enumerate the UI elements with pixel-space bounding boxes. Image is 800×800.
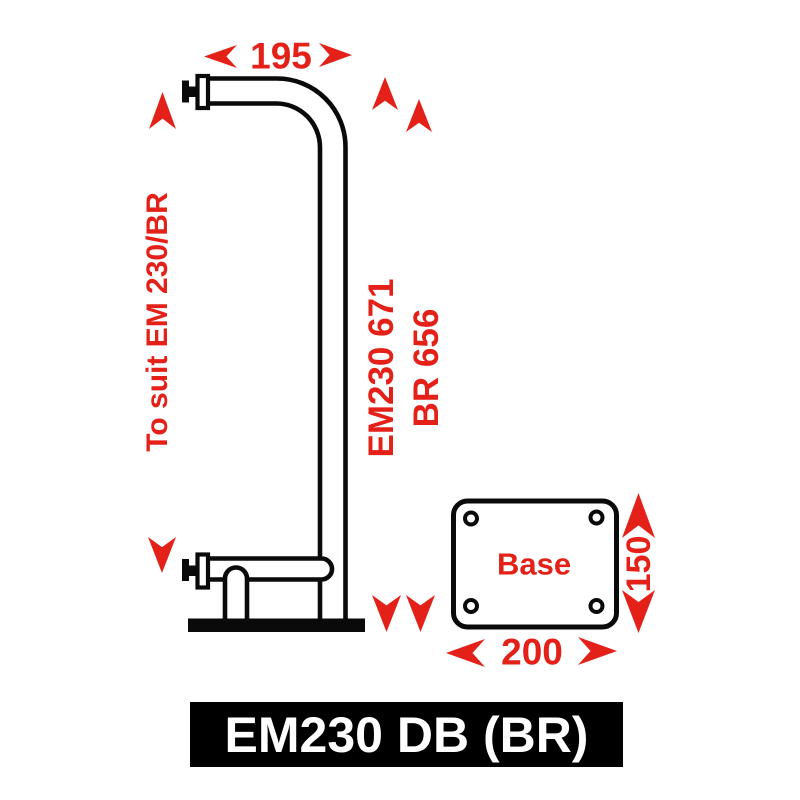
pole-dim-arrow-up-1-icon [372,77,398,110]
pole-dim-arrow-down-1-icon [372,595,401,632]
support-leg [222,565,250,625]
dim-base-width-label: 200 [501,631,563,673]
side-note-label: To suit EM 230/BR [141,192,174,452]
dim-top-width-label: 195 [250,35,312,77]
dim-195-arrow-right-icon [319,43,352,67]
top-clamp-flange [195,73,211,111]
dim-195-arrow-left-icon [204,45,237,68]
product-title-bar: EM230 DB (BR) [190,702,623,767]
side-dim-arrow-down-icon [148,537,176,573]
pole-dimension-line2: BR 656 [407,308,446,428]
dim-200-arrow-right-icon [578,637,617,665]
bottom-clamp-bolt-stem [188,565,198,576]
top-clamp-bolt-head [182,80,189,103]
product-title: EM230 DB (BR) [224,706,589,763]
bottom-clamp-flange [195,552,211,590]
bolt-hole-bottom-right [588,598,605,614]
base-plate-label: Base [496,546,572,582]
pole-dim-arrow-up-2-icon [406,99,432,132]
bolt-hole-top-right [588,509,605,526]
dim-200-arrow-left-icon [446,639,485,667]
top-clamp-bolt-stem [188,86,198,97]
pole-outline [204,76,348,624]
pole-dimension-label: EM230 671 BR 656 [359,278,449,457]
bolt-hole-top-left [463,510,479,527]
dim-150-arrow-up-icon [622,493,655,538]
bottom-clamp-bolt-head [182,559,189,581]
base-plate [451,498,619,630]
pole-dim-arrow-down-2-icon [406,595,435,632]
dim-150-arrow-down-icon [622,590,655,633]
base-bar [188,618,365,632]
bolt-hole-bottom-left [463,598,479,614]
side-dim-arrow-up-icon [149,92,176,129]
dim-base-height-label: 150 [620,535,658,593]
pole-dimension-line1: EM230 671 [362,278,401,458]
